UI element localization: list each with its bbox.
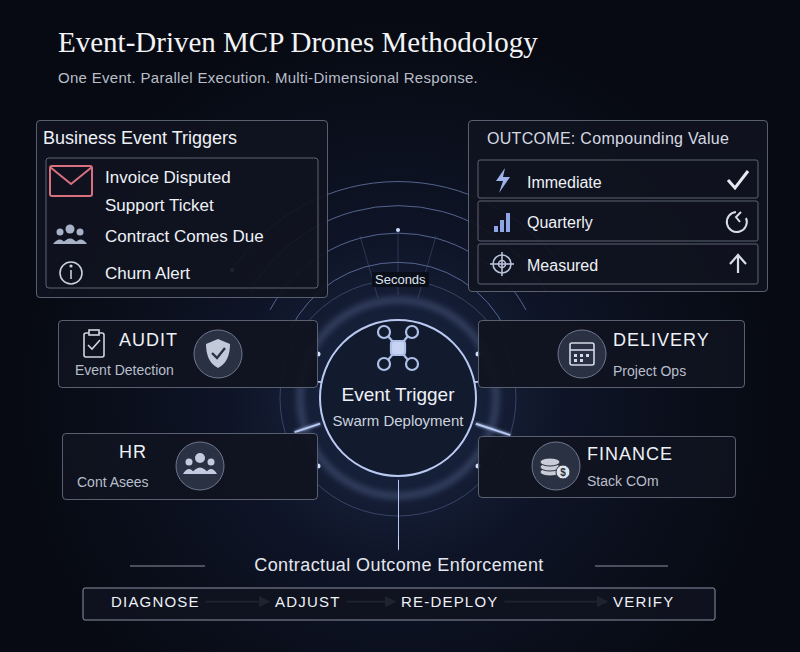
node-text: Stack COm	[587, 473, 659, 489]
node-heading: VERIFY	[613, 593, 674, 610]
timing-label: Seconds	[372, 272, 429, 287]
target-icon	[490, 252, 514, 276]
node-text: Measured	[527, 257, 598, 275]
step-label: DIAGNOSE	[108, 592, 203, 611]
calendar-badge	[558, 330, 606, 378]
finance-box: FINANCE Stack COm	[478, 436, 736, 498]
node-heading: OUTCOME: Compounding Value	[487, 130, 729, 148]
node-heading: Business Event Triggers	[43, 128, 237, 149]
trigger-panel: Business Event TriggersInvoice DisputedS…	[36, 120, 328, 298]
outcome-panel: OUTCOME: Compounding ValueImmediateQuart…	[468, 120, 768, 292]
panel-fills	[36, 120, 768, 620]
node-heading: DELIVERY	[613, 330, 710, 351]
audit-box: AUDIT Event Detection	[58, 320, 318, 388]
node-text: Event Detection	[75, 362, 174, 378]
node-heading: HR	[119, 442, 147, 463]
check-icon	[728, 171, 748, 188]
node-heading: Contractual Outcome Enforcement	[83, 555, 715, 576]
cycle-icon	[727, 212, 747, 232]
people-icon	[53, 225, 87, 245]
node-text: Project Ops	[613, 363, 686, 379]
node-heading: RE-DEPLOY	[401, 593, 499, 610]
enforcement-band: Contractual Outcome EnforcementDIAGNOSE A…	[83, 552, 715, 624]
step-label: VERIFY	[610, 592, 677, 611]
step-label: RE-DEPLOY	[398, 592, 502, 611]
node-heading: AUDIT	[119, 330, 178, 351]
node-heading: Event Trigger	[318, 384, 478, 406]
step-label: ADJUST	[272, 592, 344, 611]
swarm-link	[295, 424, 321, 433]
node-text: Cont Asees	[77, 474, 149, 490]
node-text: Churn Alert	[105, 264, 190, 284]
event-hub: Event TriggerSwarm Deployment	[318, 318, 478, 478]
inner-frames	[46, 158, 758, 620]
bars-icon	[494, 213, 510, 232]
hr-box: HR Cont Asees	[62, 433, 318, 500]
node-heading: DIAGNOSE	[111, 593, 200, 610]
clipboard-icon	[84, 330, 104, 357]
envelope-icon	[50, 166, 92, 196]
swarm-link	[476, 424, 510, 435]
node-text: Contract Comes Due	[105, 227, 264, 247]
node-text: Invoice Disputed	[105, 168, 231, 188]
drone-icon	[378, 326, 418, 370]
coin-mark: $	[560, 467, 566, 478]
bolt-icon	[496, 168, 510, 193]
delivery-box: DELIVERY Project Ops	[478, 320, 745, 388]
node-text: Quarterly	[527, 214, 593, 232]
node-text: Swarm Deployment	[318, 412, 478, 429]
swarm-link	[318, 380, 321, 383]
info-icon	[60, 262, 82, 284]
diagram-subtitle: One Event. Parallel Execution. Multi-Dim…	[58, 69, 478, 86]
diagram-title: Event-Driven MCP Drones Methodology	[58, 26, 538, 59]
up-arrow-icon	[730, 255, 746, 273]
team-badge	[176, 442, 224, 490]
node-text: Support Ticket	[105, 196, 214, 216]
shield-badge	[194, 330, 242, 378]
coins-badge: $	[532, 442, 580, 490]
node-heading: FINANCE	[587, 444, 673, 465]
node-text: Immediate	[527, 174, 602, 192]
swarm-link	[397, 480, 399, 549]
hub-glow	[300, 300, 496, 496]
node-heading: ADJUST	[275, 593, 341, 610]
